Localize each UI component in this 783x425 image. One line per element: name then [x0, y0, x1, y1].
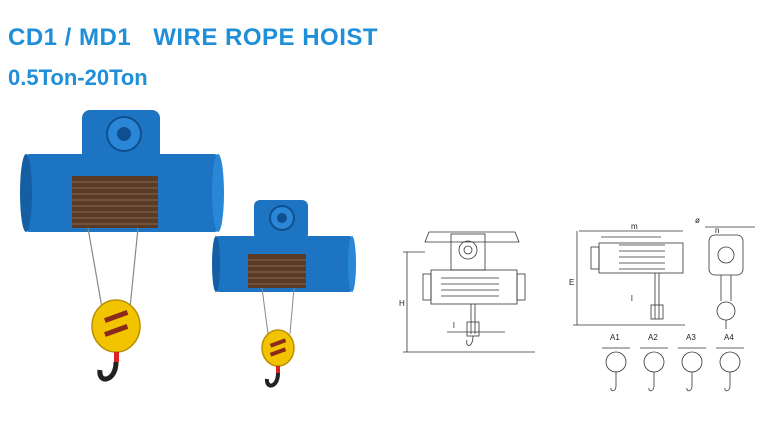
variant-a1-label: A1 — [610, 333, 620, 342]
side-e-label: E — [569, 278, 574, 287]
page-title: CD1 / MD1 WIRE ROPE HOIST — [8, 24, 378, 52]
capacity-range: 0.5Ton-20Ton — [8, 65, 148, 90]
product-name: WIRE ROPE HOIST — [153, 24, 379, 51]
hook-variant-drawings: A1 A2 A3 A4 — [602, 333, 744, 392]
side-view-drawing: m ø n E l — [569, 216, 755, 329]
variant-a3-label: A3 — [686, 333, 696, 342]
large-hoist-image — [20, 110, 224, 382]
variant-a4-label: A4 — [724, 333, 734, 342]
front-view-drawing: H l — [399, 231, 535, 353]
side-l-label: l — [631, 294, 633, 303]
small-hoist-image — [212, 200, 356, 388]
variant-a2-label: A2 — [648, 333, 658, 342]
side-n-label: n — [715, 226, 719, 235]
front-l-label: l — [453, 321, 455, 330]
front-h-label: H — [399, 299, 405, 308]
side-m-label: m — [631, 222, 638, 231]
side-phi-label: ø — [695, 216, 700, 225]
model-name: CD1 / MD1 — [8, 24, 132, 51]
